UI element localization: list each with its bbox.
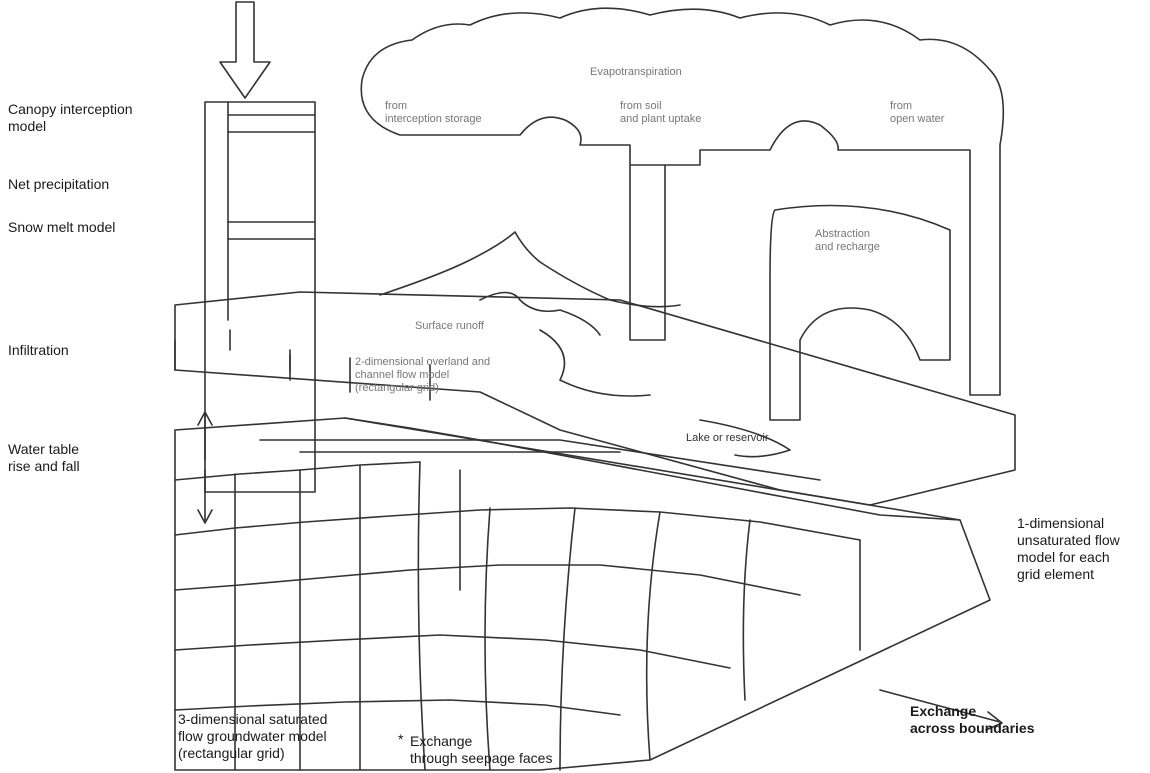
abstraction-recharge-loop [769, 204, 951, 421]
seepage-marker: * [398, 731, 404, 747]
net-precipitation-label: Net precipitation [8, 176, 110, 192]
abstraction-recharge-label: Abstraction and recharge [815, 228, 880, 253]
infiltration-label: Infiltration [8, 342, 69, 358]
overland-flow-surface [174, 291, 1016, 506]
groundwater-model-label: 3-dimensional saturated flow groundwater… [178, 711, 328, 761]
surface-runoff-label: Surface runoff [415, 320, 484, 332]
evap-open-water-label: from open water [890, 100, 945, 125]
vertical-process-column [204, 101, 316, 493]
groundwater-grid [174, 417, 991, 771]
water-table-arrow-up [197, 411, 213, 461]
snow-melt-label: Snow melt model [8, 219, 116, 235]
canopy-interception-label: Canopy interception model [8, 101, 133, 134]
evap-interception-label: from interception storage [385, 100, 482, 125]
unsaturated-flow-label: 1-dimensional unsaturated flow model for… [1017, 515, 1120, 582]
boundary-exchange-label: Exchange across boundaries [910, 703, 1035, 736]
overland-flow-label: 2-dimensional overland and channel flow … [355, 356, 491, 394]
water-table-arrow-down [197, 469, 213, 524]
precipitation-arrow [219, 1, 271, 99]
evapotranspiration-label: Evapotranspiration [590, 66, 682, 78]
mountain-terrain [379, 231, 681, 308]
seepage-exchange-label: Exchange through seepage faces [410, 733, 553, 766]
boundary-exchange-arrow [879, 689, 1003, 731]
water-table-label: Water table rise and fall [8, 441, 80, 474]
lake-reservoir-label: Lake or reservoir [686, 432, 769, 444]
evapotranspiration-cloud [360, 7, 1005, 396]
evap-soil-label: from soil and plant uptake [620, 100, 702, 125]
